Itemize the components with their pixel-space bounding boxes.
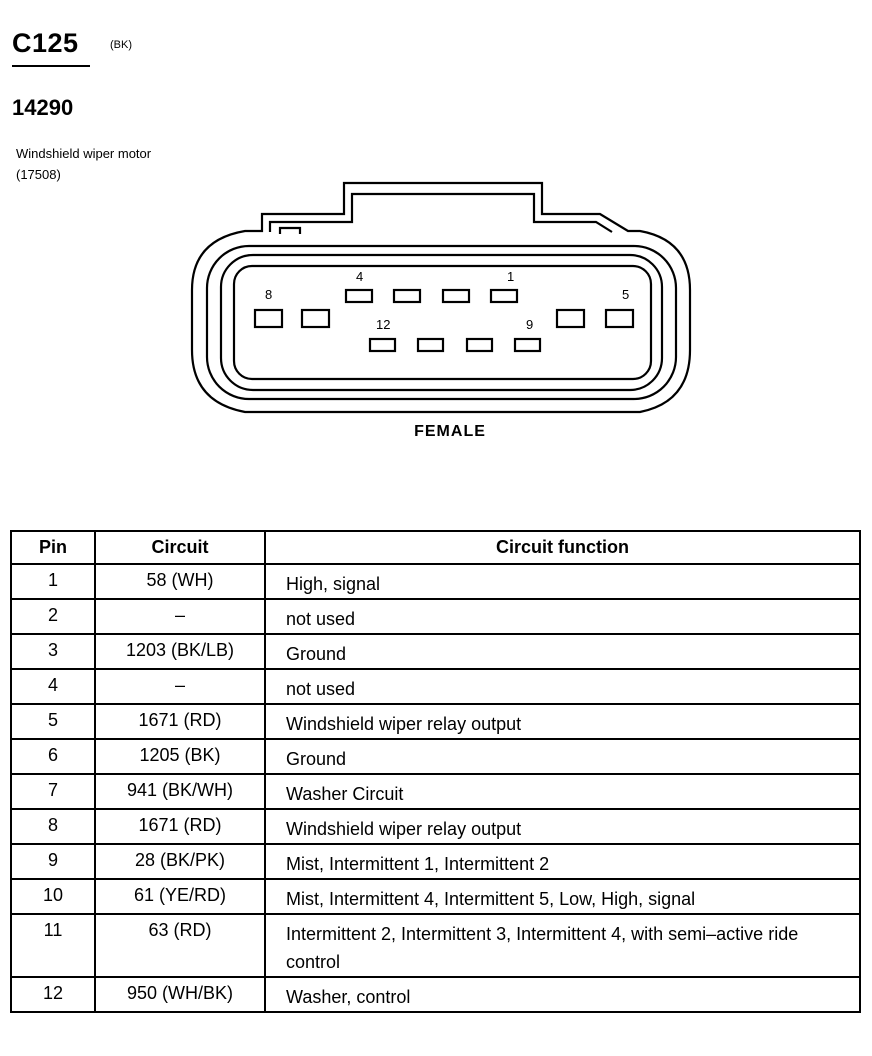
pin-3-terminal xyxy=(392,288,422,304)
circuit-cell: – xyxy=(94,598,266,635)
header-pin: Pin xyxy=(10,530,96,565)
table-row: 7 941 (BK/WH) Washer Circuit xyxy=(10,773,861,810)
function-cell: Mist, Intermittent 1, Intermittent 2 xyxy=(264,843,861,880)
pin-cell: 10 xyxy=(10,878,96,915)
connector-face-diagram: 4 1 8 5 12 9 xyxy=(0,0,872,470)
pin-11-terminal xyxy=(416,337,445,353)
pin-12-terminal xyxy=(368,337,397,353)
pin-cell: 3 xyxy=(10,633,96,670)
function-cell: High, signal xyxy=(264,563,861,600)
connector-housing-outline xyxy=(190,181,692,414)
table-row: 12 950 (WH/BK) Washer, control xyxy=(10,976,861,1013)
circuit-cell: 1671 (RD) xyxy=(94,703,266,740)
pin-cell: 4 xyxy=(10,668,96,705)
pin-10-terminal xyxy=(465,337,494,353)
pin-cell: 8 xyxy=(10,808,96,845)
header-circuit: Circuit xyxy=(94,530,266,565)
pin-1-terminal xyxy=(489,288,519,304)
table-row: 6 1205 (BK) Ground xyxy=(10,738,861,775)
table-row: 9 28 (BK/PK) Mist, Intermittent 1, Inter… xyxy=(10,843,861,880)
circuit-cell: 950 (WH/BK) xyxy=(94,976,266,1013)
pin-cell: 11 xyxy=(10,913,96,978)
connector-latch-notch xyxy=(278,226,302,234)
pin-5-terminal xyxy=(604,308,635,329)
function-cell: Windshield wiper relay output xyxy=(264,703,861,740)
connector-color-code: (BK) xyxy=(110,39,132,51)
function-cell: Ground xyxy=(264,738,861,775)
table-row: 2 – not used xyxy=(10,598,861,635)
pin-8-terminal xyxy=(253,308,284,329)
circuit-cell: 63 (RD) xyxy=(94,913,266,978)
part-number: 14290 xyxy=(12,95,74,120)
pin-function-table: Pin Circuit Circuit function 1 58 (WH) H… xyxy=(10,530,861,1013)
function-cell: not used xyxy=(264,668,861,705)
circuit-cell: 1205 (BK) xyxy=(94,738,266,775)
connector-cavity-wall xyxy=(219,253,664,392)
connector-gender-label: FEMALE xyxy=(414,423,486,440)
circuit-cell: 941 (BK/WH) xyxy=(94,773,266,810)
pin-cell: 12 xyxy=(10,976,96,1013)
pin-9-terminal xyxy=(513,337,542,353)
table-row: 3 1203 (BK/LB) Ground xyxy=(10,633,861,670)
pin-7-terminal xyxy=(300,308,331,329)
table-row: 5 1671 (RD) Windshield wiper relay outpu… xyxy=(10,703,861,740)
pin-label-4: 4 xyxy=(356,269,363,284)
pin-label-12: 12 xyxy=(376,317,390,332)
table-row: 8 1671 (RD) Windshield wiper relay outpu… xyxy=(10,808,861,845)
pin-cell: 7 xyxy=(10,773,96,810)
pin-label-9: 9 xyxy=(526,317,533,332)
function-cell: Windshield wiper relay output xyxy=(264,808,861,845)
function-cell: Washer Circuit xyxy=(264,773,861,810)
circuit-cell: 58 (WH) xyxy=(94,563,266,600)
table-row: 1 58 (WH) High, signal xyxy=(10,563,861,600)
pin-cell: 6 xyxy=(10,738,96,775)
circuit-cell: 1671 (RD) xyxy=(94,808,266,845)
circuit-cell: 61 (YE/RD) xyxy=(94,878,266,915)
function-cell: Mist, Intermittent 4, Intermittent 5, Lo… xyxy=(264,878,861,915)
circuit-cell: 28 (BK/PK) xyxy=(94,843,266,880)
pin-cell: 9 xyxy=(10,843,96,880)
table-row: 10 61 (YE/RD) Mist, Intermittent 4, Inte… xyxy=(10,878,861,915)
part-description: Windshield wiper motor (17508) xyxy=(16,146,152,182)
circuit-cell: – xyxy=(94,668,266,705)
connector-latch-inner xyxy=(268,192,613,233)
function-cell: Washer, control xyxy=(264,976,861,1013)
pin-6-terminal xyxy=(555,308,586,329)
table-header-row: Pin Circuit Circuit function xyxy=(10,530,861,565)
pin-2-terminal xyxy=(441,288,471,304)
pin-4-terminal xyxy=(344,288,374,304)
pin-cell: 2 xyxy=(10,598,96,635)
pin-cell: 1 xyxy=(10,563,96,600)
function-cell: Intermittent 2, Intermittent 3, Intermit… xyxy=(264,913,861,978)
pin-label-5: 5 xyxy=(622,287,629,302)
table-row: 11 63 (RD) Intermittent 2, Intermittent … xyxy=(10,913,861,978)
connector-face-svg: 4 1 8 5 12 9 xyxy=(190,181,692,414)
pin-label-8: 8 xyxy=(265,287,272,302)
connector-id: C125 xyxy=(12,28,79,58)
circuit-cell: 1203 (BK/LB) xyxy=(94,633,266,670)
header-circuit-function: Circuit function xyxy=(264,530,861,565)
table-row: 4 – not used xyxy=(10,668,861,705)
pin-label-1: 1 xyxy=(507,269,514,284)
pin-cell: 5 xyxy=(10,703,96,740)
connector-cavity-inner xyxy=(232,264,653,381)
connector-id-underline xyxy=(12,65,90,67)
connector-shell-ring xyxy=(205,244,678,401)
function-cell: not used xyxy=(264,598,861,635)
function-cell: Ground xyxy=(264,633,861,670)
